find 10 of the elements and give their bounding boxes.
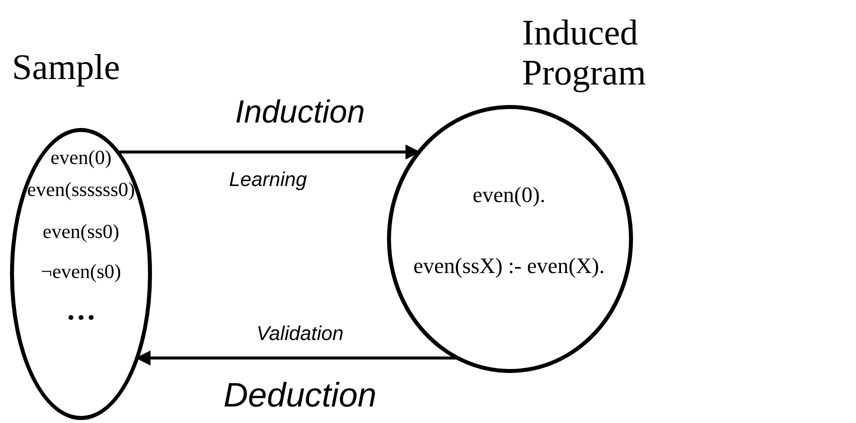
node-text: even(ssssss0) bbox=[27, 179, 135, 201]
annotation-label: Learning bbox=[229, 169, 307, 191]
node-text: even(0) bbox=[50, 147, 112, 169]
node-text: … bbox=[66, 294, 96, 326]
node-text: ¬even(s0) bbox=[40, 261, 122, 283]
node-heading: Induced Program bbox=[522, 13, 647, 93]
node-text: even(ss0) bbox=[42, 221, 120, 243]
node-heading: Sample bbox=[12, 48, 120, 88]
node-text: even(ssX) :- even(X). bbox=[413, 254, 605, 278]
node-text: even(0). bbox=[472, 182, 546, 208]
